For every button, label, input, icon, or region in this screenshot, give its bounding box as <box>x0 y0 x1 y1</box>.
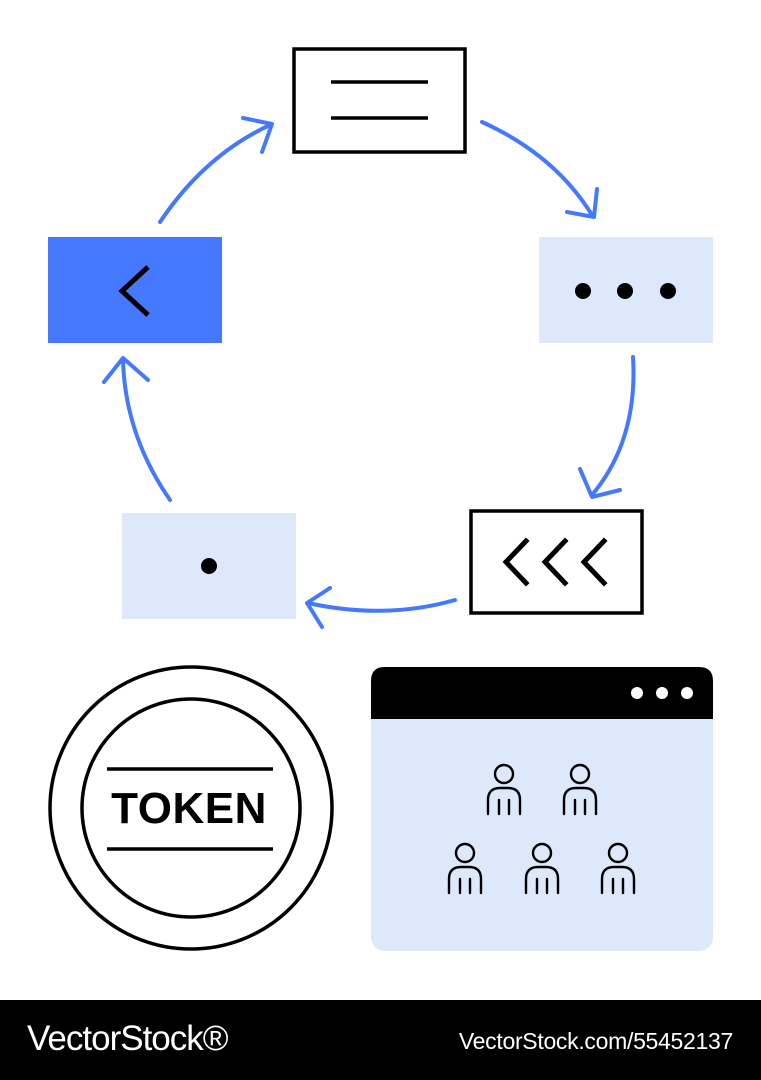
arrow-dots-to-triple-chevron <box>578 355 636 499</box>
chevron-left-icon <box>118 265 150 317</box>
dots-card <box>539 237 713 343</box>
arrow-dot-to-chevron <box>102 356 172 502</box>
arrow-triple-chevron-to-dot <box>305 586 457 629</box>
diagram-canvas: TOKEN <box>48 47 713 951</box>
arrow-chevron-to-lines <box>158 116 274 224</box>
arrow-lines-to-dots <box>480 120 599 219</box>
footer-image-id: VectorStock.com/55452137 <box>458 1028 733 1054</box>
three-dots-icon <box>575 283 676 299</box>
triple-chevron-left-icon <box>502 537 608 587</box>
window-dots-icon <box>631 687 693 699</box>
footer-bar: VectorStock® VectorStock.com/55452137 <box>0 1000 761 1080</box>
triple-chevron-card <box>469 509 644 615</box>
cycle-arrows <box>102 116 636 629</box>
chevron-card <box>48 237 222 343</box>
single-dot-card <box>122 513 296 619</box>
dot-icon <box>201 558 217 574</box>
footer-brand: VectorStock® <box>27 1019 229 1058</box>
browser-window-icon <box>371 667 713 951</box>
token-coin-icon: TOKEN <box>48 665 334 951</box>
token-label: TOKEN <box>111 784 267 833</box>
lines-card <box>292 47 467 154</box>
text-lines-icon <box>331 80 428 120</box>
